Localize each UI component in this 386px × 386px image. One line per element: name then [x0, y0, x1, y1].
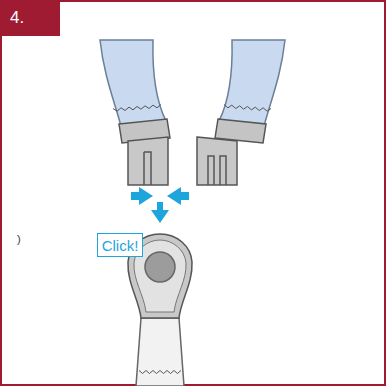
step-number: 4. — [10, 8, 24, 28]
buckle-tongue — [128, 137, 168, 185]
arrow-head — [139, 187, 153, 205]
click-label-box: Click! — [97, 233, 143, 257]
strap-band — [100, 40, 166, 126]
tongue-slot — [144, 152, 151, 185]
release-button — [145, 252, 175, 282]
arrow-head — [167, 187, 181, 205]
stitch-line — [113, 105, 161, 112]
margin-mark: ) — [17, 233, 21, 245]
lower-strap — [136, 318, 184, 386]
stitch-line — [139, 371, 181, 374]
step-number-box: 4. — [0, 0, 60, 36]
stitch-line — [224, 105, 271, 112]
motion-arrows — [131, 187, 189, 223]
tongue-slot — [208, 156, 226, 185]
right-strap — [197, 40, 285, 185]
action-label: Click! — [102, 237, 139, 254]
arrow-head — [151, 210, 169, 223]
arrow-tail — [157, 202, 163, 211]
buckle-tongue — [197, 137, 237, 185]
left-strap — [100, 40, 170, 185]
strap-band — [219, 40, 285, 126]
